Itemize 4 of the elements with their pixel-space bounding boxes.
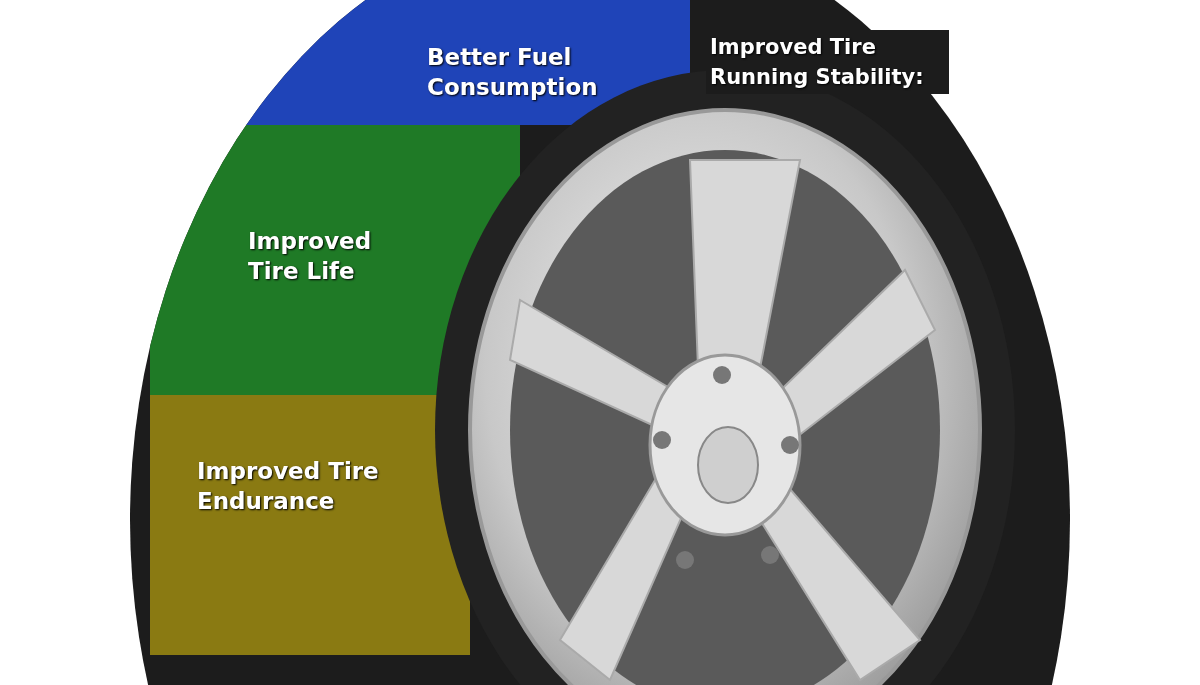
benefit-label: Improved Tire Running Stability:: [706, 30, 949, 94]
benefit-label: Improved Tire Endurance: [197, 457, 380, 516]
benefit-label: Improved Tire Life: [248, 227, 373, 286]
benefit-label: Better Fuel Consumption: [427, 43, 599, 102]
